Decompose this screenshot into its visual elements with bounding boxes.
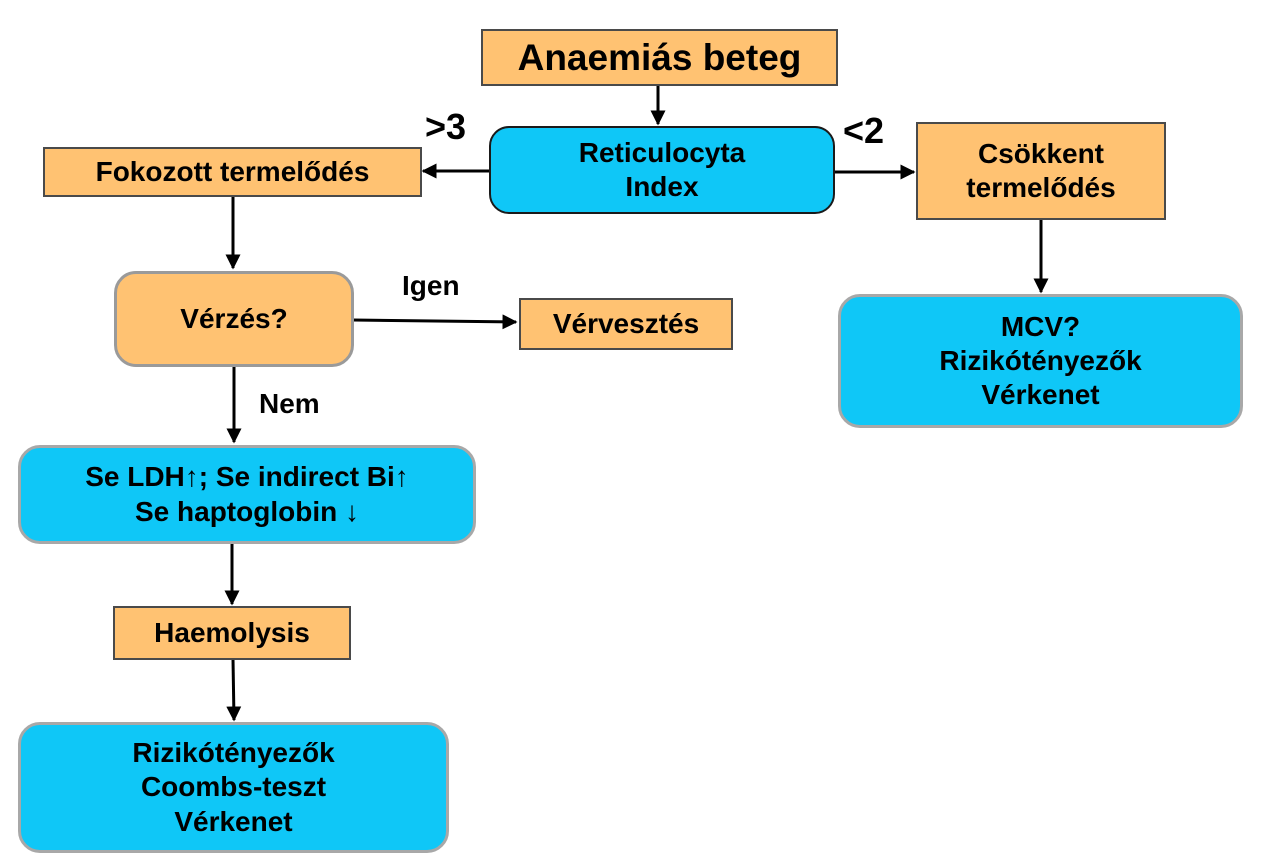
node-decreased-production-label: Csökkent termelődés [966, 137, 1116, 203]
node-reticulocyte-index: Reticulocyta Index [489, 126, 835, 214]
node-haemolysis: Haemolysis [113, 606, 351, 660]
node-lab-findings-label: Se LDH↑; Se indirect Bi↑ Se haptoglobin … [85, 461, 409, 527]
node-decreased-production: Csökkent termelődés [916, 122, 1166, 220]
node-bleeding-question: Vérzés? [114, 271, 354, 367]
node-bleeding-question-label: Vérzés? [180, 302, 288, 334]
node-final-box-label: Rizikótényezők Coombs-teszt Vérkenet [132, 737, 335, 837]
arrow-bleeding-to-bloodloss [352, 314, 518, 330]
node-increased-production: Fokozott termelődés [43, 147, 422, 197]
edge-label-no: Nem [259, 388, 320, 419]
node-blood-loss-label: Vérvesztés [552, 307, 700, 339]
node-mcv-box-label: MCV? Rizikótényezők Vérkenet [939, 310, 1142, 411]
edge-label-gt3: >3 [425, 106, 467, 147]
arrow-haemolysis-to-final [226, 658, 242, 722]
node-anaemic-patient-label: Anaemiás beteg [517, 36, 802, 78]
node-anaemic-patient: Anaemiás beteg [481, 29, 838, 86]
node-final-box: Rizikótényezők Coombs-teszt Vérkenet [18, 722, 449, 853]
edge-label-lt2: <2 [843, 110, 885, 151]
node-mcv-box: MCV? Rizikótényezők Vérkenet [838, 294, 1243, 428]
node-blood-loss: Vérvesztés [519, 298, 733, 350]
node-increased-production-label: Fokozott termelődés [95, 155, 370, 187]
node-lab-findings: Se LDH↑; Se indirect Bi↑ Se haptoglobin … [18, 445, 476, 544]
node-reticulocyte-index-label: Reticulocyta Index [578, 136, 746, 202]
node-haemolysis-label: Haemolysis [154, 616, 310, 648]
edge-label-yes: Igen [402, 270, 460, 301]
